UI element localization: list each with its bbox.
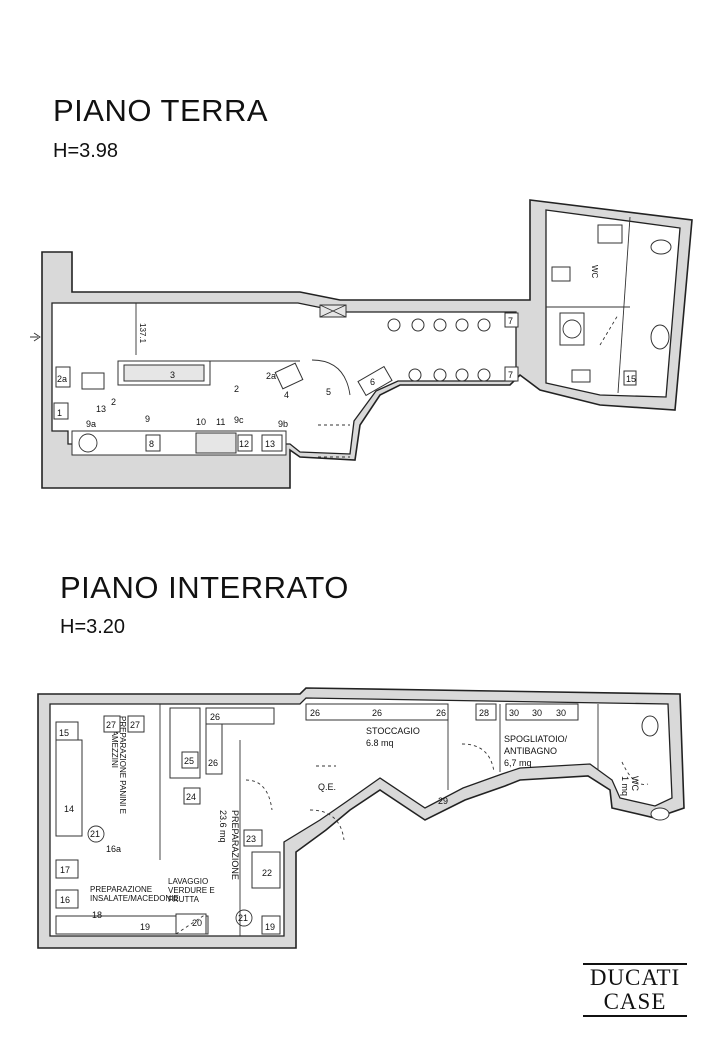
prep-label: PREPARAZIONE bbox=[230, 810, 240, 880]
fixture-number-2a: 2a bbox=[266, 371, 276, 381]
wash-label: LAVAGGIO bbox=[168, 877, 208, 886]
fixture-number-9a: 9a bbox=[86, 419, 96, 429]
fixture-number-16: 16 bbox=[60, 895, 70, 905]
fixture-number-21: 21 bbox=[238, 913, 248, 923]
sink-icon bbox=[551, 266, 571, 282]
fixture-number-19: 19 bbox=[265, 922, 275, 932]
fixture-number-26: 26 bbox=[210, 712, 220, 722]
fixture-number-26: 26 bbox=[372, 708, 382, 718]
fixture-number-15: 15 bbox=[59, 728, 69, 738]
dimension-label: 137.1 bbox=[138, 323, 147, 344]
qe-label: Q.E. bbox=[318, 782, 336, 792]
fixture-number-14: 14 bbox=[64, 804, 74, 814]
fixture-number-7: 7 bbox=[508, 370, 513, 380]
toilet-icon bbox=[597, 224, 623, 244]
ducati-case-logo: DUCATI CASE bbox=[583, 963, 687, 1017]
fixture-number-9b: 9b bbox=[278, 419, 288, 429]
basement-title: PIANO INTERRATO bbox=[60, 570, 349, 605]
fixture-number-4: 4 bbox=[284, 390, 289, 400]
fixture-number-27: 27 bbox=[106, 720, 116, 730]
fixture-number-16a: 16a bbox=[106, 844, 121, 854]
wheelchair-icon bbox=[559, 312, 585, 346]
salads-label-2: INSALATE/MACEDONIE bbox=[90, 894, 179, 903]
fixture-number-9c: 9c bbox=[234, 415, 244, 425]
fixture-number-10: 10 bbox=[196, 417, 206, 427]
toilet-icon bbox=[650, 239, 672, 255]
fixture-number-26: 26 bbox=[310, 708, 320, 718]
wc-label: WC bbox=[630, 776, 640, 791]
fixture-number-15: 15 bbox=[626, 374, 636, 384]
prep-panini-label: PREPARAZIONE PANINI E bbox=[118, 716, 127, 814]
fixture-number-2: 2 bbox=[234, 384, 239, 394]
entrance-arrow-icon bbox=[30, 332, 41, 342]
fixture-number-18: 18 bbox=[92, 910, 102, 920]
toilet-icon bbox=[650, 807, 670, 821]
salads-label: PREPARAZIONE bbox=[90, 885, 152, 894]
ground-floor-plan: WC 15 7 7 6 5 137.1 3 2 2a 4 2a 1 2 13 9… bbox=[30, 199, 693, 489]
wc-wing-interior bbox=[545, 209, 681, 398]
fixture-number-30: 30 bbox=[509, 708, 519, 718]
sink-icon bbox=[641, 715, 659, 737]
prep-area: 23.6 mq bbox=[218, 810, 228, 843]
logo-line-2: CASE bbox=[603, 989, 667, 1014]
ground-floor-title: PIANO TERRA bbox=[53, 93, 269, 128]
fixture-number-2a: 2a bbox=[57, 374, 67, 384]
fixture-number-3: 3 bbox=[170, 370, 175, 380]
fixture-number-27: 27 bbox=[130, 720, 140, 730]
fixture-number-5: 5 bbox=[326, 387, 331, 397]
fixture-number-21: 21 bbox=[90, 829, 100, 839]
locker-area: 6,7 mq bbox=[504, 758, 532, 768]
fixture-number-23: 23 bbox=[246, 834, 256, 844]
locker-label-2: ANTIBAGNO bbox=[504, 746, 557, 756]
fixture-number-2: 2 bbox=[111, 397, 116, 407]
fixture-number-26: 26 bbox=[208, 758, 218, 768]
fixture-number-30: 30 bbox=[556, 708, 566, 718]
logo-line-1: DUCATI bbox=[589, 965, 681, 990]
fixture-number-30: 30 bbox=[532, 708, 542, 718]
fixture-number-8: 8 bbox=[149, 439, 154, 449]
wc-label: WC bbox=[590, 265, 599, 279]
fixture-number-6: 6 bbox=[370, 377, 375, 387]
sink-icon bbox=[571, 369, 591, 383]
fixture-number-13: 13 bbox=[265, 439, 275, 449]
fixture-number-13: 13 bbox=[96, 404, 106, 414]
fixture-number-17: 17 bbox=[60, 865, 70, 875]
sink-icon bbox=[78, 433, 98, 453]
wc-area: 1 mq bbox=[620, 776, 630, 796]
basement-height: H=3.20 bbox=[60, 616, 126, 638]
fixture-number-7: 7 bbox=[508, 316, 513, 326]
fixture-number-1: 1 bbox=[57, 408, 62, 418]
wash-label-2: VERDURE E bbox=[168, 886, 215, 895]
fixture-number-12: 12 bbox=[239, 439, 249, 449]
fixture-number-19: 19 bbox=[140, 922, 150, 932]
fixture-number-20: 20 bbox=[192, 918, 202, 928]
fixture-number-24: 24 bbox=[186, 792, 196, 802]
storage-area: 6.8 mq bbox=[366, 738, 394, 748]
fixture-number-28: 28 bbox=[479, 708, 489, 718]
prep-panini-label-2: TRAMEZZINI bbox=[110, 720, 119, 768]
basement-plan: 15 14 21 16a PREPARAZIONE PANINI E TRAME… bbox=[37, 687, 685, 949]
wash-label-3: FRUTTA bbox=[168, 895, 200, 904]
storage-label: STOCCAGIO bbox=[366, 726, 420, 736]
fixture-number-9: 9 bbox=[145, 414, 150, 424]
fixture-number-26: 26 bbox=[436, 708, 446, 718]
fixture-number-25: 25 bbox=[184, 756, 194, 766]
sink-icon bbox=[650, 324, 670, 350]
locker-label: SPOGLIATOIO/ bbox=[504, 734, 568, 744]
fixture-number-29: 29 bbox=[438, 796, 448, 806]
kitchen-counter bbox=[71, 430, 287, 456]
fixture-number-22: 22 bbox=[262, 868, 272, 878]
ground-floor-height: H=3.98 bbox=[53, 140, 119, 162]
fixture-number-11: 11 bbox=[216, 417, 225, 427]
